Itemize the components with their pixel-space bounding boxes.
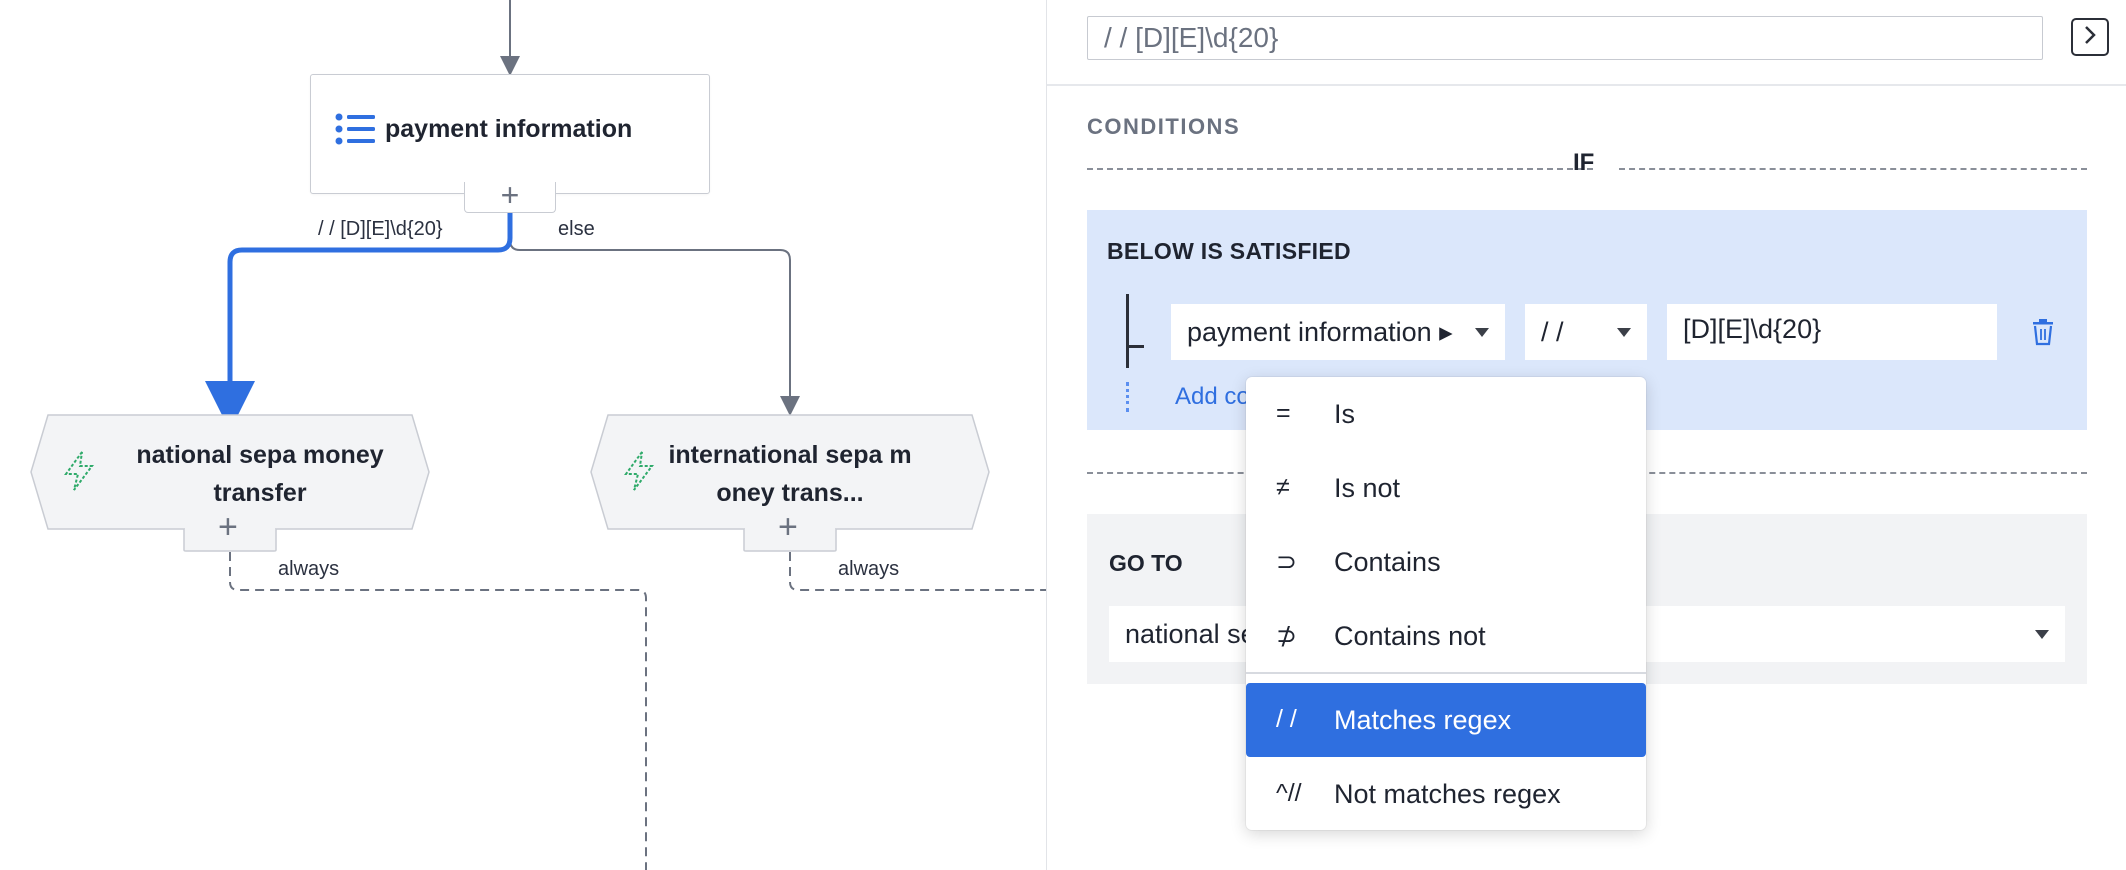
operator-option-contains-not[interactable]: ⊅ Contains not bbox=[1276, 621, 1486, 651]
add-condition-link[interactable]: Add co bbox=[1175, 383, 1250, 410]
condition-value-input[interactable]: [D][E]\d{20} bbox=[1667, 304, 1997, 360]
trash-icon[interactable] bbox=[2031, 318, 2055, 351]
condition-name-input[interactable]: / / [D][E]\d{20} bbox=[1087, 16, 2043, 60]
edge-label-regex: / / [D][E]\d{20} bbox=[318, 218, 443, 240]
lightning-icon bbox=[622, 450, 656, 497]
equals-icon: = bbox=[1276, 399, 1291, 427]
collapse-panel-button[interactable] bbox=[2071, 18, 2109, 56]
caret-down-icon bbox=[1475, 328, 1489, 337]
edge-label-always: always bbox=[278, 558, 340, 580]
add-branch-button[interactable]: + bbox=[464, 179, 556, 213]
superset-icon: ⊃ bbox=[1276, 548, 1297, 576]
regex-icon: / / bbox=[1276, 705, 1297, 733]
node-international-sepa-money-transfer[interactable]: international sepa m oney trans... + bbox=[590, 414, 990, 552]
node-payment-information[interactable]: payment information bbox=[310, 74, 710, 194]
operator-option-is-not[interactable]: ≠ Is not bbox=[1276, 473, 1401, 503]
list-icon bbox=[335, 113, 375, 150]
condition-group-heading: BELOW IS SATISFIED bbox=[1107, 238, 1351, 264]
divider bbox=[1047, 84, 2126, 86]
goto-heading: GO TO bbox=[1109, 550, 1183, 576]
node-title: payment information bbox=[385, 115, 633, 143]
node-title: international sepa m oney trans... bbox=[668, 441, 912, 507]
caret-down-icon bbox=[2035, 630, 2049, 639]
node-national-sepa-money-transfer[interactable]: national sepa money transfer + bbox=[30, 414, 430, 552]
chevron-right-icon bbox=[2082, 25, 2098, 50]
add-branch-button[interactable]: + bbox=[218, 508, 238, 546]
divider bbox=[1246, 672, 1646, 674]
operator-select[interactable]: / / bbox=[1525, 304, 1647, 360]
not-superset-icon: ⊅ bbox=[1276, 622, 1297, 650]
node-shape bbox=[590, 414, 990, 552]
add-branch-button[interactable]: + bbox=[778, 508, 798, 546]
flow-edges bbox=[205, 0, 1046, 870]
edge-always-1 bbox=[229, 552, 647, 870]
operator-option-matches-regex[interactable]: / / Matches regex bbox=[1246, 683, 1646, 757]
tree-connector bbox=[1126, 345, 1144, 348]
edge-regex-active bbox=[205, 212, 513, 431]
lightning-icon bbox=[62, 450, 96, 497]
caret-down-icon bbox=[1617, 328, 1631, 337]
operator-option-not-matches-regex[interactable]: ^// Not matches regex bbox=[1276, 779, 1561, 809]
conditions-heading: CONDITIONS bbox=[1087, 114, 1241, 139]
node-shape bbox=[30, 414, 430, 552]
edge-label-always: always bbox=[838, 558, 900, 580]
if-label: IF bbox=[1573, 149, 1595, 176]
edge-else bbox=[509, 212, 800, 416]
edge-always-2 bbox=[789, 552, 1046, 591]
field-select[interactable]: payment information ▸ bbox=[1171, 304, 1505, 360]
divider bbox=[1087, 168, 1593, 170]
edge-label-else: else bbox=[558, 218, 595, 240]
flow-canvas[interactable]: / / [D][E]\d{20} else always always paym… bbox=[0, 0, 1046, 870]
not-regex-icon: ^// bbox=[1276, 779, 1302, 807]
tree-connector-dotted bbox=[1126, 382, 1129, 412]
tree-connector bbox=[1126, 294, 1129, 368]
operator-option-is[interactable]: = Is bbox=[1276, 399, 1356, 429]
node-title: national sepa money transfer bbox=[136, 441, 384, 507]
operator-dropdown: = Is ≠ Is not ⊃ Contains ⊅ Contains not … bbox=[1246, 377, 1646, 830]
divider bbox=[1619, 168, 2087, 170]
not-equals-icon: ≠ bbox=[1276, 473, 1290, 501]
operator-option-contains[interactable]: ⊃ Contains bbox=[1276, 547, 1441, 577]
